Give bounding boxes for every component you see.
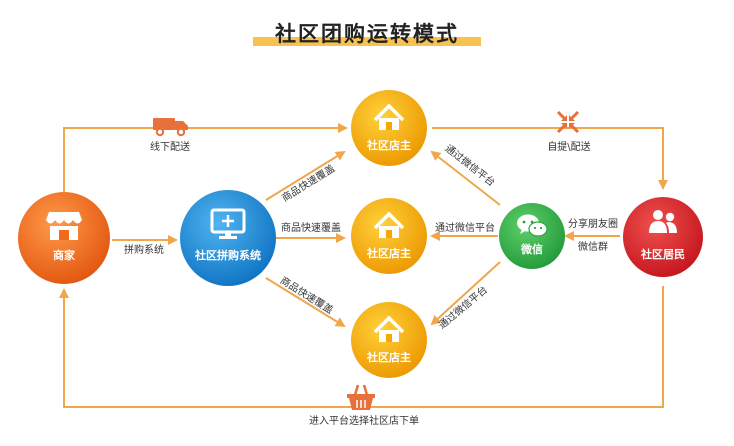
monitor-icon	[210, 208, 246, 239]
title-block: 社区团购运转模式	[0, 18, 734, 48]
node-merchant-label: 商家	[53, 248, 76, 262]
node-system: 社区拼购系统	[180, 190, 276, 286]
people-icon	[649, 210, 677, 233]
arrow-wechat-to-store-top	[430, 150, 501, 206]
label-share-circle: 分享朋友圈	[568, 217, 618, 230]
basket-icon	[347, 384, 375, 410]
arrow-merchant-to-store-top	[63, 123, 348, 196]
node-system-label: 社区拼购系统	[194, 248, 261, 262]
house-icon	[373, 103, 405, 130]
node-store-top: 社区店主	[351, 90, 427, 166]
label-self-pickup: 自提\配送	[547, 140, 590, 153]
arrow-system-to-store-top	[265, 150, 346, 201]
node-merchant: 商家	[18, 192, 110, 284]
arrow-store-to-residents	[432, 127, 668, 190]
label-cover-mid: 商品快速覆盖	[281, 221, 341, 234]
page-title: 社区团购运转模式	[275, 22, 459, 46]
arrow-wechat-to-store-bottom	[430, 261, 501, 326]
node-store-bottom: 社区店主	[351, 302, 427, 378]
label-cover-bottom: 商品快速覆盖	[278, 274, 336, 317]
node-wechat: 微信	[499, 203, 565, 269]
title-underline: 社区团购运转模式	[253, 18, 481, 48]
node-store-bottom-label: 社区店主	[366, 350, 411, 364]
wechat-icon	[517, 214, 548, 237]
truck-icon	[153, 118, 188, 137]
node-residents: 社区居民	[623, 197, 703, 277]
house-icon	[373, 315, 405, 342]
label-cover-top: 商品快速覆盖	[279, 162, 337, 205]
node-wechat-label: 微信	[520, 242, 543, 256]
node-store-mid: 社区店主	[351, 198, 427, 274]
label-via-wechat-bottom: 通过微信平台	[436, 283, 490, 332]
label-via-wechat-mid: 通过微信平台	[435, 221, 495, 234]
house-icon	[373, 211, 405, 238]
arrow-system-to-store-bottom	[265, 277, 346, 328]
label-place-order: 进入平台选择社区店下单	[309, 414, 419, 427]
label-group-system: 拼购系统	[124, 243, 164, 256]
inward-arrows-icon	[556, 110, 580, 134]
label-wechat-group: 微信群	[578, 240, 608, 253]
node-store-mid-label: 社区店主	[366, 246, 411, 260]
node-store-top-label: 社区店主	[366, 138, 411, 152]
storefront-icon	[46, 212, 82, 240]
label-offline-delivery: 线下配送	[150, 140, 190, 153]
node-residents-label: 社区居民	[640, 247, 685, 261]
